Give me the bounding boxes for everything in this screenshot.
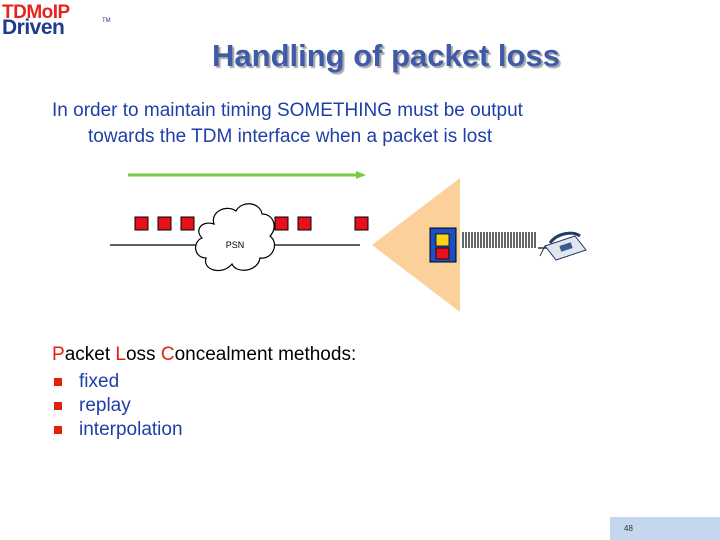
- method-label: replay: [79, 395, 131, 416]
- slide-title: Handling of packet loss: [212, 38, 560, 73]
- bullet-icon: [54, 426, 62, 434]
- buffer-slot-filled: [435, 233, 450, 247]
- telephone-icon: [539, 231, 587, 261]
- packet: [354, 216, 369, 231]
- direction-arrow-head: [356, 171, 366, 179]
- plc-initial-p: P: [52, 344, 65, 365]
- buffer-slot-packet: [435, 247, 450, 260]
- method-label: fixed: [79, 371, 120, 392]
- list-item: replay: [52, 394, 183, 418]
- packet: [274, 216, 289, 231]
- tdm-bitstream: [462, 232, 548, 249]
- plc-word-loss: oss: [125, 344, 161, 365]
- intro-line1: In order to maintain timing SOMETHING mu…: [52, 100, 523, 121]
- bullet-icon: [54, 402, 62, 410]
- plc-heading: Packet Loss Concealment methods:: [52, 344, 356, 366]
- gateway-triangle: [372, 178, 460, 312]
- plc-initial-c: C: [160, 344, 175, 365]
- list-item: interpolation: [52, 418, 183, 442]
- intro-line2: towards the TDM interface when a packet …: [88, 126, 493, 147]
- psn-label: PSN: [226, 240, 245, 250]
- tdmoip-logo: TDMoIP Driven TM: [2, 2, 122, 42]
- packet: [134, 216, 149, 231]
- plc-word-packet: acket: [64, 344, 116, 365]
- packet: [157, 216, 172, 231]
- page-number: 48: [624, 524, 633, 533]
- plc-word-concealment: oncealment methods:: [174, 344, 357, 365]
- packet: [297, 216, 312, 231]
- logo-trademark: TM: [102, 18, 111, 24]
- packet: [180, 216, 195, 231]
- intro-text: In order to maintain timing SOMETHING mu…: [52, 98, 642, 150]
- method-label: interpolation: [79, 419, 183, 440]
- list-item: fixed: [52, 370, 183, 394]
- logo-line1: TDMoIP: [2, 2, 70, 23]
- page-number-tab: [610, 517, 720, 540]
- plc-initial-l: L: [115, 344, 126, 365]
- logo-line2: Driven: [2, 16, 65, 39]
- bullet-icon: [54, 378, 62, 386]
- psn-cloud: [195, 203, 275, 272]
- plc-methods-list: fixed replay interpolation: [52, 370, 183, 442]
